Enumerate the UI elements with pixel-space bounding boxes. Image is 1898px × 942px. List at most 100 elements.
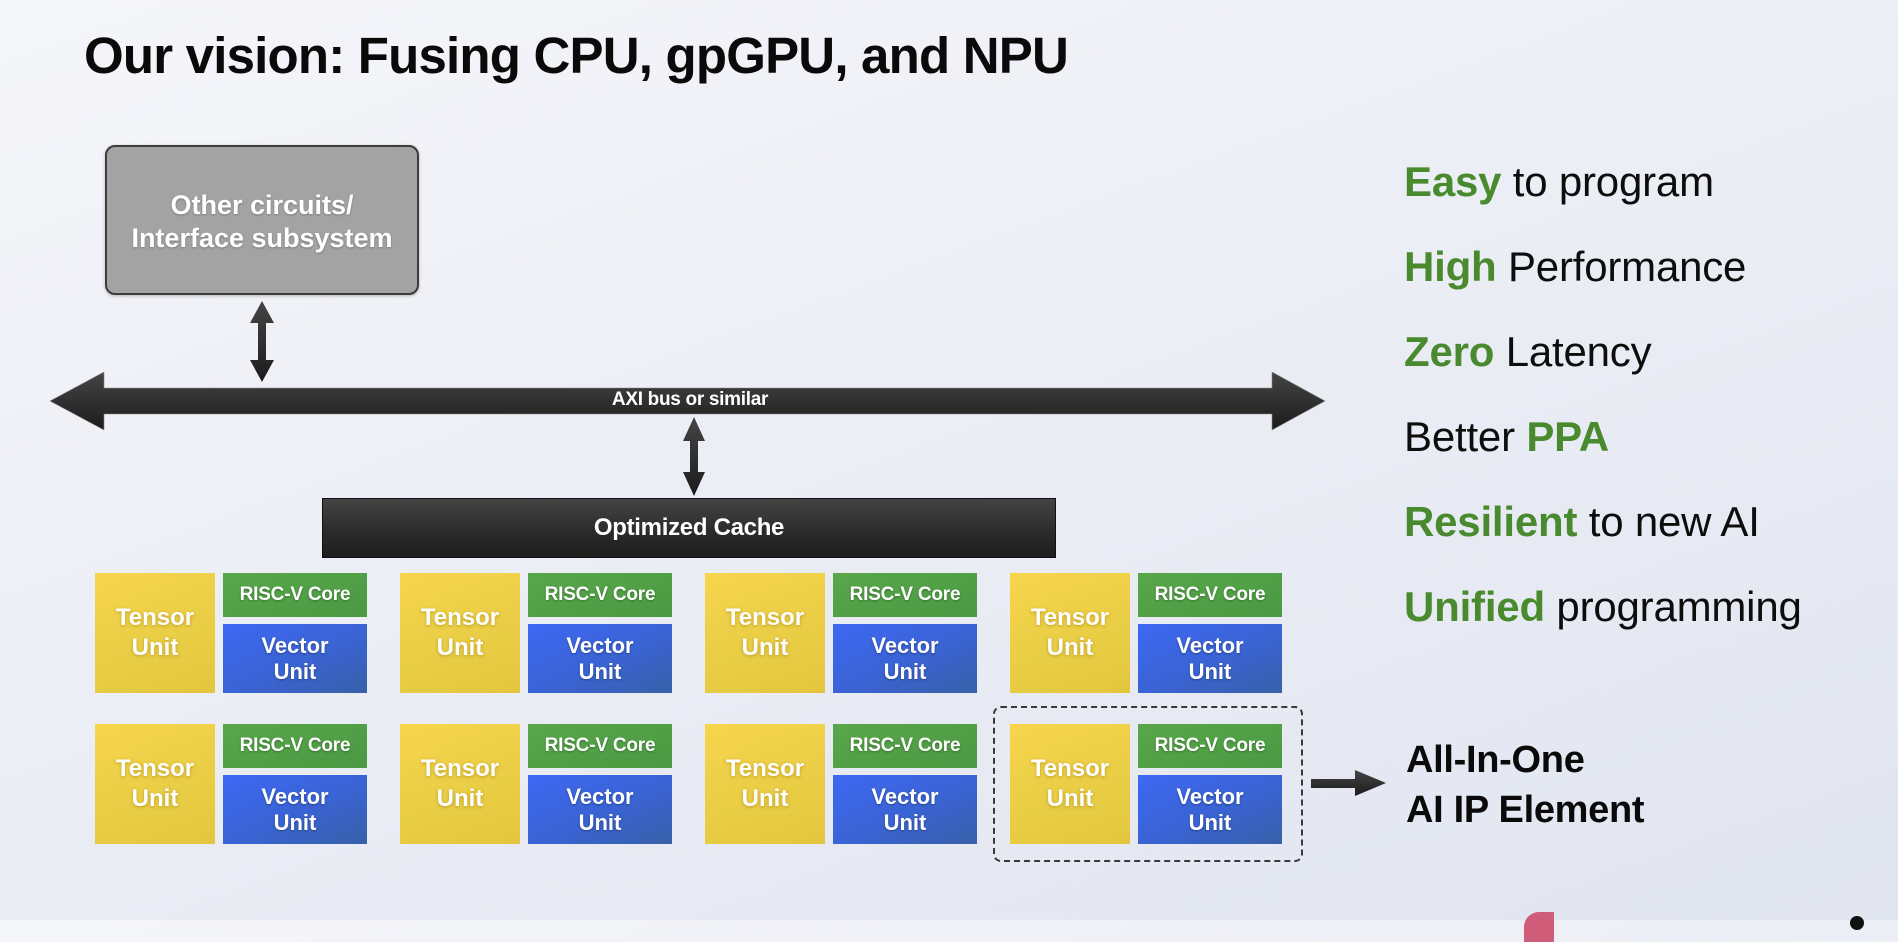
risc-v-core: RISC-V Core [223, 724, 367, 768]
callout-line2: AI IP Element [1406, 789, 1645, 831]
other-to-bus-arrow [250, 301, 274, 382]
axi-bus-label: AXI bus or similar [611, 389, 769, 410]
callout-line1: All-In-One [1406, 739, 1585, 781]
tensor-line1: Tensor [1030, 755, 1110, 782]
other-circuits-box: Other circuits/ Interface subsystem [105, 145, 419, 295]
benefit-item: Zero Latency [1404, 320, 1802, 405]
benefit-highlight: Easy [1404, 158, 1502, 205]
tensor-line2: Unit [436, 785, 484, 812]
benefit-text: programming [1544, 583, 1802, 630]
vector-line2: Unit [883, 809, 927, 835]
connector-arrows [49, 301, 1386, 796]
benefit-item: Better PPA [1404, 405, 1802, 490]
tensor-line2: Unit [131, 634, 179, 661]
vector-line2: Unit [578, 658, 622, 684]
benefit-highlight: Zero [1404, 328, 1495, 375]
vector-line1: Vector [871, 783, 939, 809]
callout-arrow [1311, 770, 1386, 796]
logo-fragment [1524, 912, 1554, 942]
risc-v-core: RISC-V Core [223, 573, 367, 617]
vector-line1: Vector [871, 632, 939, 658]
tensor-line1: Tensor [420, 755, 500, 782]
benefit-item: Unified programming [1404, 575, 1802, 660]
benefit-item: High Performance [1404, 235, 1802, 320]
risc-v-core: RISC-V Core [833, 724, 977, 768]
benefit-text: Better [1404, 413, 1527, 460]
benefit-text: to new AI [1577, 498, 1760, 545]
benefit-text: Performance [1496, 243, 1747, 290]
other-box-line1: Other circuits/ [170, 190, 354, 220]
logo-fragment-dot [1850, 916, 1864, 930]
vector-line2: Unit [883, 658, 927, 684]
benefit-highlight: High [1404, 243, 1497, 290]
benefit-text: Latency [1494, 328, 1652, 375]
tensor-line1: Tensor [725, 604, 805, 631]
axi-bus-arrow [49, 371, 1326, 431]
tensor-line1: Tensor [115, 604, 195, 631]
optimized-cache: Optimized Cache [322, 498, 1056, 558]
tensor-line1: Tensor [1030, 604, 1110, 631]
other-box-line2: Interface subsystem [131, 223, 393, 253]
tensor-line2: Unit [1046, 634, 1094, 661]
risc-v-core: RISC-V Core [528, 573, 672, 617]
all-in-one-callout: All-In-One AI IP Element [1406, 735, 1645, 835]
vector-line1: Vector [261, 783, 329, 809]
risc-v-core: RISC-V Core [833, 573, 977, 617]
tensor-line1: Tensor [420, 604, 500, 631]
tensor-line2: Unit [436, 634, 484, 661]
benefit-highlight: Unified [1404, 583, 1545, 630]
tensor-line2: Unit [741, 785, 789, 812]
vector-line1: Vector [566, 783, 634, 809]
tensor-line1: Tensor [725, 755, 805, 782]
bus-to-cache-arrow [683, 417, 705, 496]
tensor-line2: Unit [1046, 785, 1094, 812]
tensor-line1: Tensor [115, 755, 195, 782]
vector-line2: Unit [273, 809, 317, 835]
risc-v-core: RISC-V Core [1138, 724, 1282, 768]
vector-line2: Unit [1188, 658, 1232, 684]
vector-line2: Unit [273, 658, 317, 684]
vector-line2: Unit [578, 809, 622, 835]
tensor-line2: Unit [131, 785, 179, 812]
slide-title: Our vision: Fusing CPU, gpGPU, and NPU [84, 27, 1069, 84]
tensor-line2: Unit [741, 634, 789, 661]
benefit-text: to program [1501, 158, 1714, 205]
benefit-item: Resilient to new AI [1404, 490, 1802, 575]
risc-v-core: RISC-V Core [528, 724, 672, 768]
benefit-highlight: PPA [1526, 413, 1609, 460]
highlight-dashed-box [993, 706, 1303, 862]
risc-v-core: RISC-V Core [1138, 573, 1282, 617]
vector-line1: Vector [566, 632, 634, 658]
vector-line1: Vector [1176, 783, 1244, 809]
benefit-highlight: Resilient [1404, 498, 1578, 545]
vector-line1: Vector [1176, 632, 1244, 658]
benefit-item: Easy to program [1404, 150, 1802, 235]
vector-line1: Vector [261, 632, 329, 658]
vector-line2: Unit [1188, 809, 1232, 835]
